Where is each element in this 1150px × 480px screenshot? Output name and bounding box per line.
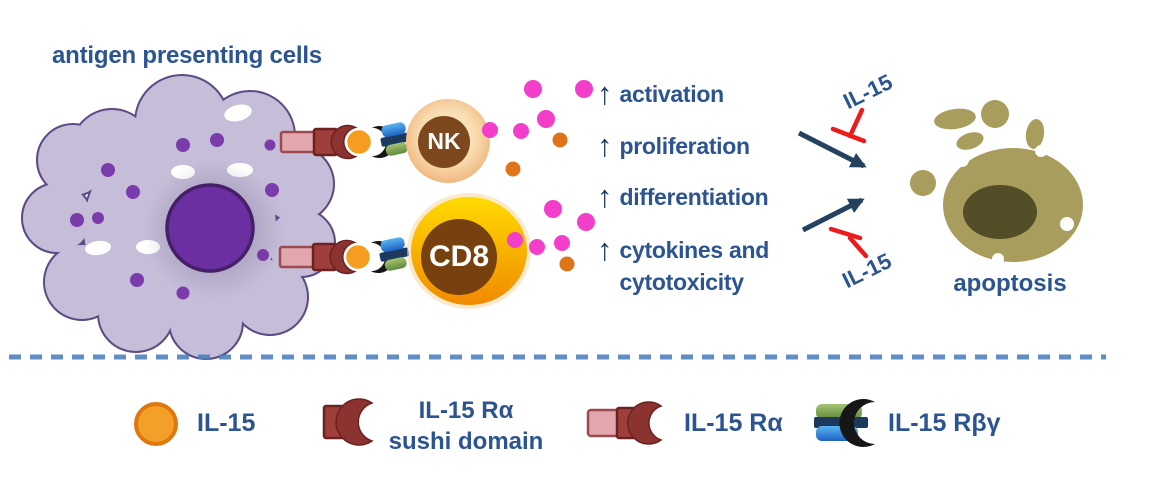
up-arrow-icon: ↑: [597, 128, 613, 163]
apoptotic-cell: [910, 100, 1083, 265]
apoptosis-label: apoptosis: [953, 270, 1067, 297]
legend-label-il15-ra-sushi: IL-15 Rα sushi domain: [388, 395, 544, 457]
apc-nucleus: [165, 183, 255, 273]
apoptosis-arrows: [797, 130, 867, 233]
up-arrow-icon: ↑: [597, 179, 613, 214]
il15-receptor-complex-nk: [279, 119, 414, 160]
il15-icon: [134, 402, 178, 446]
legend-label-line2: sushi domain: [388, 428, 544, 455]
legend-label-il15-rbg: IL-15 Rβγ: [888, 409, 1001, 437]
antigen-presenting-cell: [21, 74, 336, 360]
up-arrow-icon: ↑: [597, 232, 613, 267]
effect-label-line2: cytotoxicity: [619, 269, 745, 295]
apc-title: antigen presenting cells: [52, 42, 322, 69]
effect-differentiation: ↑ differentiation: [597, 179, 769, 214]
effect-label: proliferation: [619, 133, 751, 159]
effect-label: activation: [619, 81, 725, 107]
up-arrow-icon: ↑: [597, 76, 613, 111]
il15-ra-sushi-domain-icon: [322, 398, 374, 446]
cd8-cell-label: CD8: [428, 240, 489, 273]
effect-activation: ↑ activation: [597, 78, 724, 110]
effect-label-line1: cytokines and: [619, 237, 770, 263]
nk-cell: [406, 99, 490, 183]
il15-inhibition-top: [830, 107, 867, 144]
il15-inhibition-bottom: [828, 226, 869, 259]
effect-label: differentiation: [619, 184, 769, 210]
legend-label-il15: IL-15: [197, 409, 256, 437]
cd8-cell: [407, 193, 531, 309]
legend-label-line1: IL-15 Rα: [418, 397, 514, 424]
apoptotic-nucleus: [963, 185, 1037, 239]
cytokine-dots: [482, 80, 595, 272]
nk-cell-label: NK: [427, 128, 461, 154]
il15-ra-icon: [586, 401, 663, 445]
legend-label-il15-ra: IL-15 Rα: [684, 409, 783, 437]
effect-proliferation: ↑ proliferation: [597, 130, 750, 162]
legend-icons: [134, 398, 875, 447]
il15-rbg-icon: [814, 399, 875, 447]
effect-cytokines-cytotoxicity: ↑ cytokines and cytotoxicity: [597, 234, 769, 298]
